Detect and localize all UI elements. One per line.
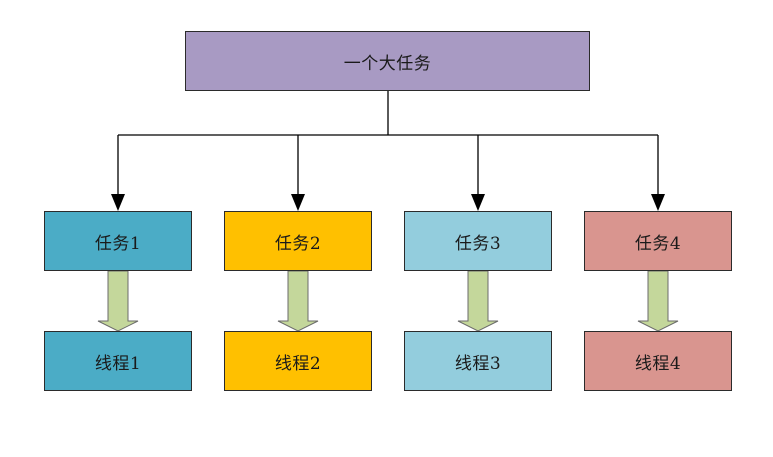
block-arrow-2 [277,270,319,332]
block-arrow-4 [637,270,679,332]
thread-box-3: 线程3 [404,331,552,391]
thread-box-2: 线程2 [224,331,372,391]
block-arrow-3 [457,270,499,332]
block-arrow-1 [97,270,139,332]
arrowhead-1 [111,194,125,211]
thread-box-4: 线程4 [584,331,732,391]
arrowhead-4 [651,194,665,211]
task-label-1: 任务1 [94,233,142,254]
thread-label-3: 线程3 [454,353,502,374]
task-box-4: 任务4 [584,211,732,271]
task-box-1: 任务1 [44,211,192,271]
thread-box-1: 线程1 [44,331,192,391]
arrowhead-3 [471,194,485,211]
root-task-box: 一个大任务 [185,31,590,91]
thread-label-1: 线程1 [94,353,142,374]
thread-label-2: 线程2 [274,353,322,374]
task-label-4: 任务4 [634,233,682,254]
root-task-label: 一个大任务 [343,53,432,74]
task-label-2: 任务2 [274,233,322,254]
arrowhead-2 [291,194,305,211]
task-box-3: 任务3 [404,211,552,271]
thread-label-4: 线程4 [634,353,682,374]
task-label-3: 任务3 [454,233,502,254]
task-box-2: 任务2 [224,211,372,271]
